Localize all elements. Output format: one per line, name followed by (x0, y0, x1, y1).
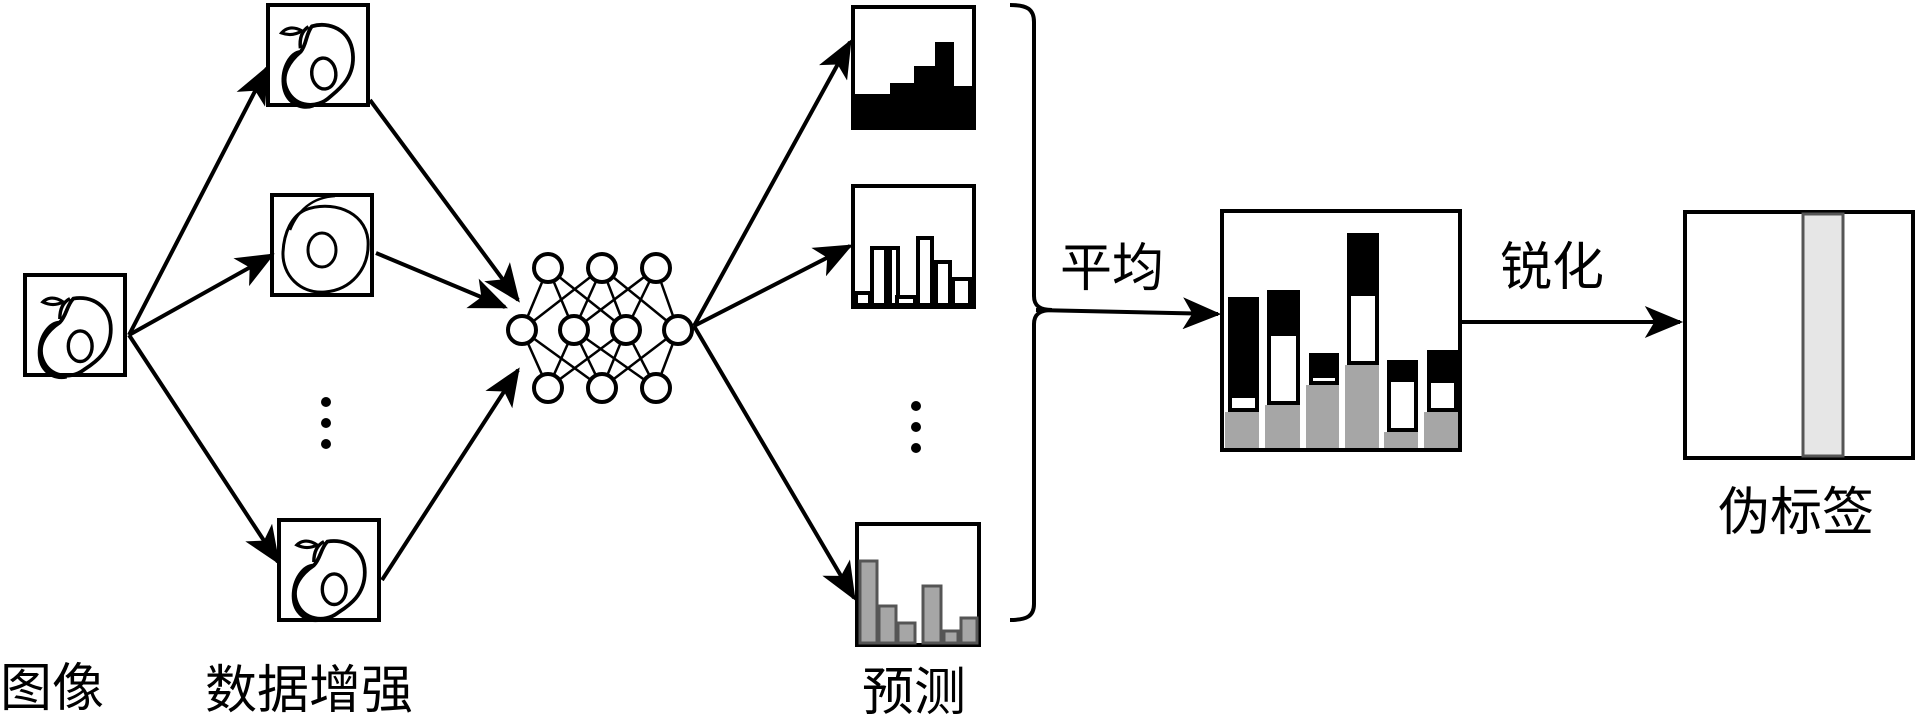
augmented-image-2 (270, 193, 374, 297)
label-image: 图像 (0, 659, 104, 719)
arrows-to-network (368, 98, 520, 582)
pseudo-label-histogram (1683, 210, 1915, 460)
label-average: 平均 (1060, 239, 1164, 299)
input-image (23, 273, 127, 380)
averaged-histogram (1220, 209, 1462, 452)
label-predict: 预测 (862, 663, 966, 723)
neural-network-icon (506, 252, 694, 404)
label-pseudo-label: 伪标签 (1718, 483, 1874, 543)
average-arrow (1035, 297, 1222, 330)
prediction-bracket (1009, 3, 1053, 622)
arrows-to-augmentations (127, 65, 280, 565)
label-sharpen: 锐化 (1500, 238, 1604, 298)
arrows-to-predictions (692, 39, 856, 601)
label-augment: 数据增强 (205, 661, 413, 721)
prediction-histogram-2 (851, 184, 976, 309)
augmented-image-1 (266, 3, 370, 112)
prediction-ellipsis (911, 401, 921, 453)
augmentation-ellipsis (321, 397, 331, 449)
prediction-histogram-1 (851, 5, 976, 130)
prediction-histogram-3 (855, 522, 981, 647)
augmented-image-3 (277, 518, 381, 623)
